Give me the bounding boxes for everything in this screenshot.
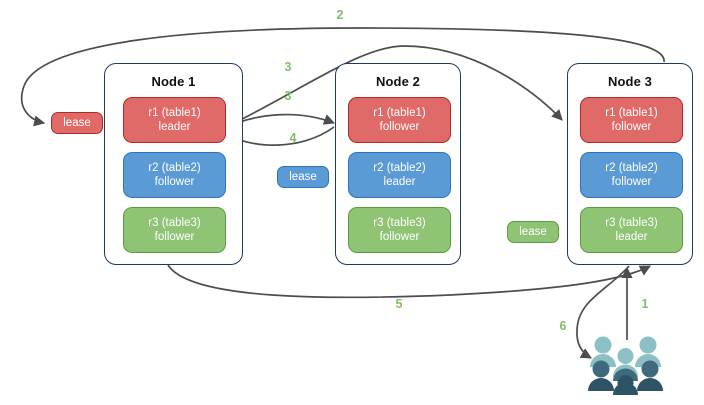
arrow-step-5 xyxy=(167,264,651,299)
replica-name: r3 (table3) xyxy=(148,217,201,229)
replica-role: follower xyxy=(611,121,652,133)
replica-name: r1 (table1) xyxy=(605,107,658,119)
lease-badge-blue[interactable]: lease xyxy=(277,166,329,188)
step-label-1: 1 xyxy=(641,297,649,311)
replica-name: r1 (table1) xyxy=(148,107,201,119)
node-title: Node 1 xyxy=(151,74,196,89)
replica-r3-node3[interactable]: r3 (table3) leader xyxy=(580,207,683,253)
replica-r3-node1[interactable]: r3 (table3) follower xyxy=(123,207,226,253)
replica-name: r3 (table3) xyxy=(373,217,426,229)
step-label-3-lower: 3 xyxy=(284,89,292,103)
replica-name: r2 (table2) xyxy=(373,162,426,174)
node-box-1[interactable]: Node 1 r1 (table1) leader r2 (table2) fo… xyxy=(104,63,243,265)
replica-role: leader xyxy=(615,231,648,243)
replica-name: r1 (table1) xyxy=(373,107,426,119)
step-label-5: 5 xyxy=(395,297,403,311)
replica-r2-node3[interactable]: r2 (table2) follower xyxy=(580,152,683,198)
lease-badge-red[interactable]: lease xyxy=(51,112,103,134)
node-title: Node 2 xyxy=(376,74,420,89)
replica-r2-node2[interactable]: r2 (table2) leader xyxy=(348,152,451,198)
replica-role: follower xyxy=(379,121,420,133)
replica-r1-node3[interactable]: r1 (table1) follower xyxy=(580,97,683,143)
replica-r1-node1[interactable]: r1 (table1) leader xyxy=(123,97,226,143)
replica-role: follower xyxy=(154,231,195,243)
replica-role: leader xyxy=(158,121,191,133)
step-label-6: 6 xyxy=(559,319,567,333)
node-title: Node 3 xyxy=(608,74,652,89)
replica-name: r3 (table3) xyxy=(605,217,658,229)
replica-r2-node1[interactable]: r2 (table2) follower xyxy=(123,152,226,198)
people-group-icon xyxy=(588,336,663,395)
replica-role: leader xyxy=(383,176,416,188)
replica-role: follower xyxy=(379,231,420,243)
replica-role: follower xyxy=(611,176,652,188)
replica-name: r2 (table2) xyxy=(605,162,658,174)
step-label-2: 2 xyxy=(336,8,344,22)
replica-r1-node2[interactable]: r1 (table1) follower xyxy=(348,97,451,143)
lease-badge-green[interactable]: lease xyxy=(507,221,559,243)
replica-r3-node2[interactable]: r3 (table3) follower xyxy=(348,207,451,253)
replica-name: r2 (table2) xyxy=(148,162,201,174)
node-box-2[interactable]: Node 2 r1 (table1) follower r2 (table2) … xyxy=(335,63,461,265)
node-box-3[interactable]: Node 3 r1 (table1) follower r2 (table2) … xyxy=(567,63,693,265)
replica-role: follower xyxy=(154,176,195,188)
step-label-4: 4 xyxy=(289,131,297,145)
step-label-3-upper: 3 xyxy=(284,60,292,74)
